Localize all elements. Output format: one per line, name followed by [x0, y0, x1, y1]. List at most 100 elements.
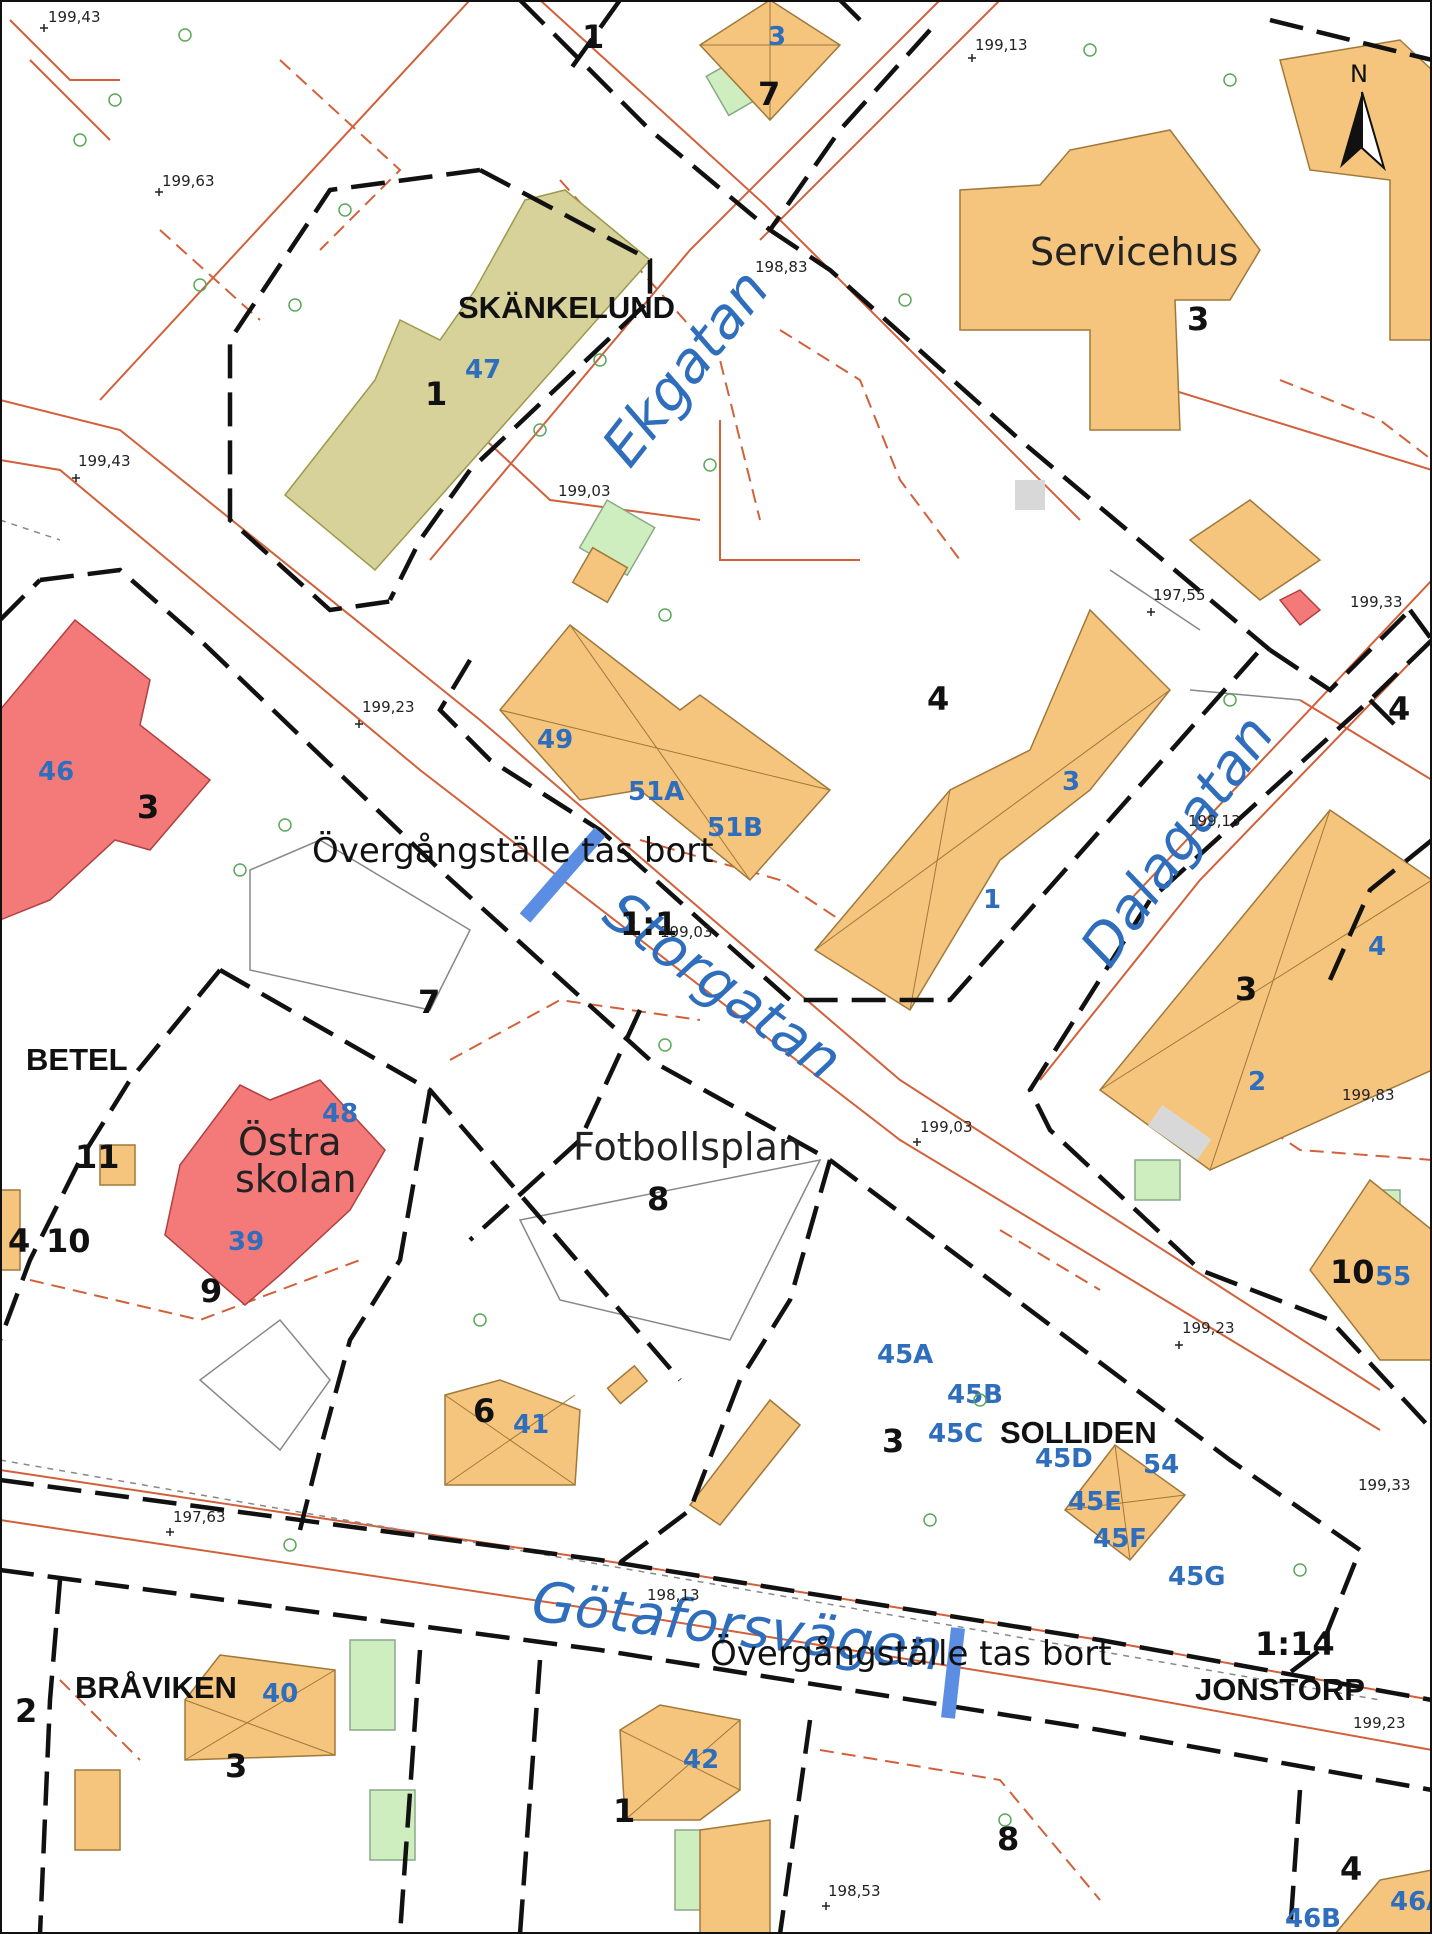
elevation-label: 199,33 [1350, 593, 1403, 611]
address-number: 51B [707, 813, 763, 843]
label-ostra: Östra [238, 1120, 342, 1164]
address-number: 40 [262, 1679, 298, 1709]
estate-jonstorp: JONSTORP [1195, 1672, 1365, 1707]
label-fotbollsplan: Fotbollsplan [573, 1125, 802, 1169]
skankelund-building [283, 189, 652, 572]
address-number: 45G [1168, 1562, 1226, 1592]
elevation-label: 199,13 [1188, 812, 1241, 830]
plot-number: 4 [1340, 1850, 1362, 1888]
address-number: 55 [1375, 1262, 1411, 1292]
tree-markers [73, 28, 1307, 1827]
crossing-marker-storgatan [519, 827, 606, 923]
address-number: 46 [38, 757, 74, 787]
elevation-crosses [40, 24, 1183, 1910]
plot-number: 10 [1330, 1253, 1375, 1291]
plot-number: 7 [758, 75, 780, 113]
label-servicehus: Servicehus [1030, 230, 1238, 274]
address-number: 46A [1390, 1887, 1432, 1917]
elevation-label: 199,33 [1358, 1476, 1411, 1494]
address-number: 41 [513, 1410, 549, 1440]
address-number: 46B [1285, 1904, 1341, 1934]
plot-number: 2 [15, 1692, 37, 1730]
elevation-label: 199,83 [1342, 1086, 1395, 1104]
address-numbers: 3 47 49 51A 51B 3 1 4 2 46 48 39 41 45A … [38, 22, 1432, 1934]
estate-skankelund: SKÄNKELUND [458, 290, 675, 325]
north-arrow: N [1340, 60, 1386, 172]
roof-lines [184, 0, 1432, 1821]
address-number: 45E [1068, 1487, 1122, 1517]
estate-betel: BETEL [26, 1042, 128, 1077]
elevation-label: 199,03 [660, 923, 713, 941]
elevation-points: 199,43 199,13 199,63 198,83 199,43 199,0… [48, 8, 1411, 1900]
address-number: 45B [947, 1380, 1003, 1410]
note-crossing-2: Övergångställe tas bort [710, 1633, 1112, 1674]
north-label: N [1350, 60, 1368, 88]
address-number: 3 [768, 22, 786, 52]
green-parcels [349, 57, 1401, 1911]
elevation-label: 199,23 [1182, 1319, 1235, 1337]
plot-number: 10 [46, 1222, 91, 1260]
plot-number: 3 [225, 1747, 247, 1785]
plot-number: 1 [613, 1792, 635, 1830]
elevation-label: 198,13 [647, 1586, 700, 1604]
plot-number: 3 [137, 788, 159, 826]
plot-number: 4 [927, 680, 949, 718]
gray-structure-2 [1147, 1104, 1212, 1160]
address-number: 47 [465, 355, 501, 385]
label-skolan: skolan [235, 1157, 357, 1201]
elevation-label: 199,03 [920, 1118, 973, 1136]
plot-number: 3 [882, 1422, 904, 1460]
address-number: 45C [928, 1419, 983, 1449]
plot-number: 4 [8, 1222, 30, 1260]
address-number: 48 [322, 1099, 358, 1129]
note-crossing-1: Övergångställe tas bort [312, 830, 714, 871]
plot-number: 11 [75, 1138, 120, 1176]
gray-structure [1015, 480, 1045, 510]
address-number: 51A [628, 777, 684, 807]
road-edges [0, 0, 1432, 1751]
plot-number: 7 [418, 983, 440, 1021]
elevation-label: 199,43 [48, 8, 101, 26]
plot-number: 1:14 [1255, 1625, 1335, 1663]
elevation-label: 199,03 [558, 482, 611, 500]
elevation-label: 198,83 [755, 258, 808, 276]
plot-numbers: 1 7 1 3 4 4 3 1:1 7 3 8 11 4 10 9 6 3 10… [8, 18, 1410, 1888]
address-number: 49 [537, 725, 573, 755]
plot-number: 1:1 [620, 905, 677, 943]
address-number: 45D [1035, 1444, 1093, 1474]
elevation-label: 197,55 [1153, 586, 1206, 604]
elevation-label: 199,43 [78, 452, 131, 470]
address-number: 54 [1143, 1450, 1179, 1480]
estate-braviken: BRÅVIKEN [75, 1670, 237, 1705]
plot-number: 1 [425, 375, 447, 413]
address-number: 2 [1248, 1067, 1266, 1097]
gray-lines [0, 519, 1381, 1701]
plot-number: 3 [1187, 300, 1209, 338]
elevation-label: 197,63 [173, 1508, 226, 1526]
address-number: 4 [1368, 932, 1386, 962]
elevation-label: 199,23 [1353, 1714, 1406, 1732]
address-number: 45F [1093, 1524, 1147, 1554]
address-number: 1 [983, 885, 1001, 915]
plot-number: 1 [582, 18, 604, 56]
address-number: 42 [683, 1745, 719, 1775]
plot-number: 8 [997, 1820, 1019, 1858]
plot-number: 8 [647, 1180, 669, 1218]
plot-number: 3 [1235, 970, 1257, 1008]
buildings-red [0, 589, 1322, 1306]
plot-number: 6 [473, 1392, 495, 1430]
estate-solliden: SOLLIDEN [1000, 1415, 1157, 1450]
address-number: 39 [228, 1227, 264, 1257]
elevation-label: 199,23 [362, 698, 415, 716]
plot-number: 4 [1388, 690, 1410, 728]
elevation-label: 199,13 [975, 36, 1028, 54]
plot-number: 9 [200, 1272, 222, 1310]
elevation-label: 198,53 [828, 1882, 881, 1900]
paths [29, 59, 1432, 1901]
elevation-label: 199,63 [162, 172, 215, 190]
north-arrow-icon [1340, 92, 1362, 168]
crossing-marker-gotaforsvagen [941, 1627, 965, 1719]
